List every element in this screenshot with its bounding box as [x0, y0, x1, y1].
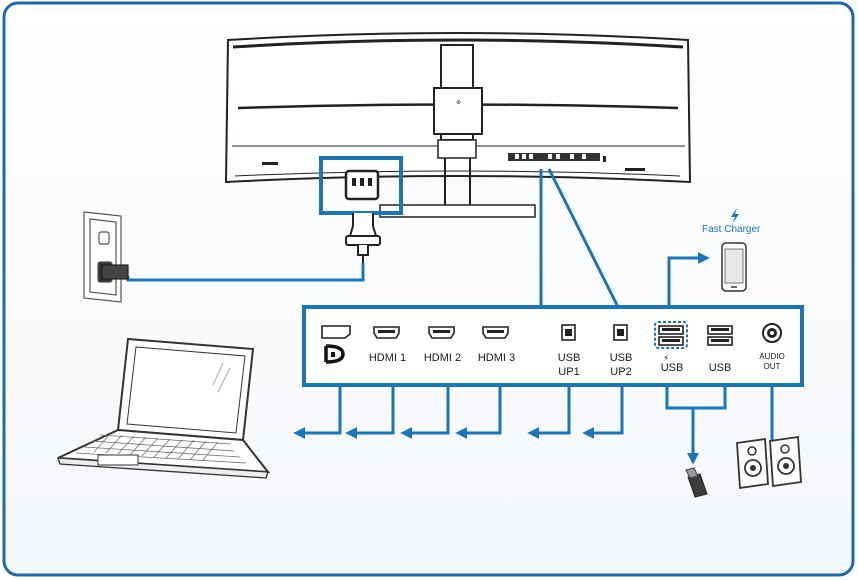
hdmi3-label: HDMI 3 — [477, 352, 516, 364]
fast-charger-label: Fast Charger — [702, 224, 761, 235]
usb-flash-drive-icon — [685, 467, 708, 498]
usb-a-port-icon — [707, 325, 733, 346]
usb-up2-label-line1: USB — [609, 352, 633, 364]
displayport-logo-icon — [321, 325, 351, 364]
audio-jack-icon — [762, 323, 782, 343]
audio-out-label-line1: AUDIO — [759, 352, 785, 361]
ac-inlet-icon — [344, 169, 380, 201]
usb-b-port-icon — [613, 324, 628, 341]
port-panel — [302, 305, 804, 387]
power-plug-icon — [345, 213, 381, 263]
lightning-bolt-icon — [731, 208, 739, 224]
hdmi1-label: HDMI 1 — [368, 352, 407, 364]
hdmi-port-icon — [482, 326, 509, 339]
video-cable-lines — [293, 385, 624, 439]
fast-charge-symbol: ⚡ — [663, 354, 669, 364]
audio-out-label-line2: OUT — [763, 362, 781, 371]
hdmi-port-icon — [373, 326, 400, 339]
usb-downstream-cable-lines — [665, 252, 774, 465]
usb-b-port-icon — [561, 324, 576, 341]
usb-fast-charge-label: USB — [660, 362, 684, 374]
monitor-rear-icon: ⊕ — [224, 32, 692, 218]
usb-label: USB — [708, 362, 732, 374]
svg-text:⊕: ⊕ — [456, 100, 461, 106]
usb-a-port-icon — [654, 321, 688, 349]
usb-up1-label-line2: UP1 — [558, 366, 580, 378]
usb-up2-label-line2: UP2 — [610, 366, 632, 378]
speakers-icon — [736, 435, 802, 490]
hdmi-port-icon — [428, 326, 455, 339]
laptop-icon — [57, 337, 271, 479]
smartphone-icon — [721, 242, 747, 292]
hdmi2-label: HDMI 2 — [423, 352, 462, 364]
power-outlet-icon — [83, 211, 129, 303]
usb-io-feed-line — [547, 168, 620, 308]
usb-up1-label-line1: USB — [557, 352, 581, 364]
